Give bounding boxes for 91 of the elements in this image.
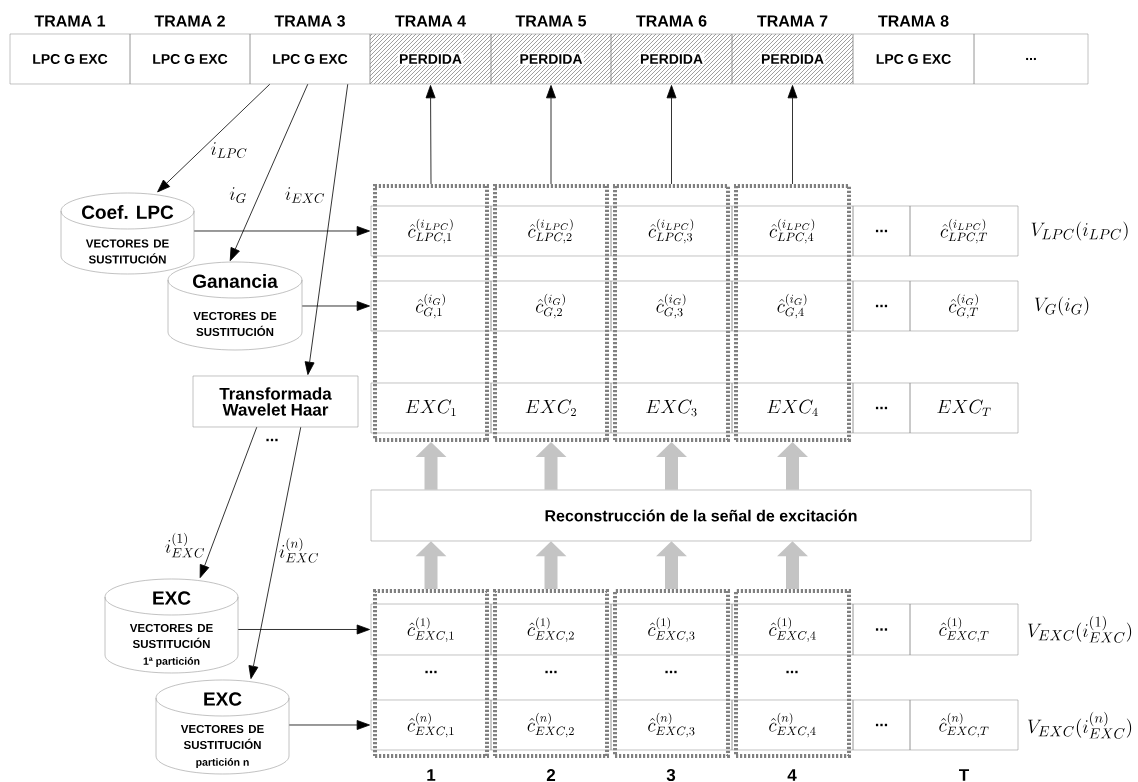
frame-cell: TRAMA 6 PERDIDA bbox=[610, 15, 733, 85]
vector-cell: ... bbox=[852, 280, 911, 332]
dotted-frame bbox=[373, 589, 489, 758]
dotted-frame bbox=[613, 589, 730, 758]
vector-cell: $\hat{c}_{EXC,T}^{(n)}$ bbox=[909, 699, 1019, 751]
vector-cell: ... bbox=[852, 699, 911, 751]
frame-cell: TRAMA 2 LPC G EXC bbox=[129, 15, 251, 85]
vector-cell: $\hat{c}_{EXC,1}^{(n)}$ bbox=[370, 699, 492, 751]
vector-cell: $EXC_{4}$ bbox=[731, 382, 854, 434]
vector-cell: ... bbox=[852, 205, 911, 257]
process-box: Transformada Wavelet Haar bbox=[192, 375, 359, 428]
dotted-frame bbox=[373, 184, 489, 442]
vector-cell: $EXC_{2}$ bbox=[490, 382, 612, 434]
arrow bbox=[425, 85, 436, 185]
frame-cell: ... bbox=[973, 33, 1089, 85]
arrow bbox=[157, 83, 271, 193]
frame-cell: TRAMA 3 LPC G EXC bbox=[249, 15, 371, 85]
node-label: TRAMA 7 bbox=[757, 15, 828, 27]
ellipsis: ... bbox=[786, 670, 798, 674]
dotted-frame bbox=[734, 589, 851, 758]
column-number: 3 bbox=[666, 768, 676, 782]
frame-cell: TRAMA 5 PERDIDA bbox=[490, 15, 612, 85]
vector-cell: $\hat{c}_{LPC,T}^{(i_{LPC})}$ bbox=[909, 205, 1019, 257]
frame-cell: TRAMA 4 PERDIDA bbox=[369, 15, 492, 85]
database-cylinder: Coef. LPC VECTORES DE SUSTITUCIÓN bbox=[60, 192, 195, 275]
vector-cell: $\hat{c}_{LPC,2}^{(i_{LPC})}$ bbox=[490, 205, 612, 257]
node-label: TRAMA 4 bbox=[395, 15, 466, 27]
process-box: Reconstrucción de la señal de excitación bbox=[370, 489, 1032, 542]
vector-cell: $\hat{c}_{EXC,3}^{(n)}$ bbox=[610, 699, 733, 751]
frame-cell: TRAMA 1 LPC G EXC bbox=[9, 15, 131, 85]
vector-cell: $\hat{c}_{EXC,2}^{(1)}$ bbox=[490, 603, 612, 656]
vector-label: $V_{G}(i_{G})$ bbox=[1034, 296, 1089, 316]
dotted-frame bbox=[613, 184, 730, 442]
vector-cell: $\hat{c}_{G,4}^{(i_{G})}$ bbox=[731, 280, 854, 332]
dotted-frame bbox=[734, 184, 851, 442]
arrow bbox=[787, 85, 798, 185]
vector-cell: ... bbox=[852, 382, 911, 434]
dotted-frame bbox=[493, 589, 609, 758]
ellipsis: ... bbox=[545, 670, 557, 674]
arrow bbox=[288, 720, 370, 730]
arrow bbox=[248, 426, 302, 679]
arrow bbox=[546, 85, 556, 185]
column-number: 1 bbox=[427, 769, 436, 781]
database-cylinder: Ganancia VECTORES DE SUSTITUCIÓN bbox=[167, 261, 303, 351]
ellipsis: ... bbox=[665, 670, 677, 674]
vector-cell: $\hat{c}_{G,3}^{(i_{G})}$ bbox=[610, 280, 733, 332]
arrow bbox=[193, 226, 370, 236]
frame-cell: TRAMA 7 PERDIDA bbox=[731, 15, 854, 85]
edge-label: $i_{EXC}^{(n)}$ bbox=[279, 537, 319, 563]
ellipsis: ... bbox=[425, 670, 437, 674]
edge-label: $i_{LPC}$ bbox=[211, 142, 247, 158]
vector-cell: $\hat{c}_{G,T}^{(i_{G})}$ bbox=[909, 280, 1019, 332]
node-label: TRAMA 3 bbox=[274, 15, 345, 27]
frame-cell: TRAMA 8 LPC G EXC bbox=[852, 15, 975, 85]
edge-label: $i_{EXC}$ bbox=[285, 187, 325, 203]
arrow bbox=[301, 301, 370, 311]
arrow bbox=[199, 426, 258, 578]
arrow bbox=[229, 83, 309, 262]
vector-cell: $EXC_{1}$ bbox=[370, 382, 492, 434]
vector-cell: $\hat{c}_{LPC,4}^{(i_{LPC})}$ bbox=[731, 205, 854, 257]
dotted-frame bbox=[493, 184, 609, 442]
column-number: T bbox=[959, 769, 970, 781]
vector-cell: $EXC_{T}$ bbox=[909, 382, 1019, 434]
ellipsis: ... bbox=[266, 438, 278, 442]
vector-cell: $\hat{c}_{EXC,T}^{(1)}$ bbox=[909, 603, 1019, 656]
column-number: 2 bbox=[546, 769, 556, 781]
column-number: 4 bbox=[787, 769, 797, 781]
vector-cell: $\hat{c}_{LPC,1}^{(i_{LPC})}$ bbox=[370, 205, 492, 257]
vector-cell: $\hat{c}_{EXC,1}^{(1)}$ bbox=[370, 603, 492, 656]
arrow bbox=[304, 83, 349, 375]
vector-cell: $\hat{c}_{G,2}^{(i_{G})}$ bbox=[490, 280, 612, 332]
node-label: TRAMA 2 bbox=[154, 15, 225, 27]
edge-label: $i_{G}$ bbox=[229, 187, 246, 203]
vector-cell: $\hat{c}_{LPC,3}^{(i_{LPC})}$ bbox=[610, 205, 733, 257]
arrow bbox=[666, 85, 677, 185]
vector-cell: $\hat{c}_{G,1}^{(i_{G})}$ bbox=[370, 280, 492, 332]
database-cylinder: EXC VECTORES DE SUSTITUCIÓN partición n bbox=[155, 679, 290, 775]
node-label: TRAMA 5 bbox=[515, 15, 587, 27]
node-label: TRAMA 1 bbox=[34, 15, 106, 27]
vector-cell: $EXC_{3}$ bbox=[610, 382, 733, 434]
vector-cell: $\hat{c}_{EXC,4}^{(n)}$ bbox=[731, 699, 854, 751]
vector-cell: ... bbox=[852, 603, 911, 656]
vector-cell: $\hat{c}_{EXC,3}^{(1)}$ bbox=[610, 603, 733, 656]
vector-cell: $\hat{c}_{EXC,4}^{(1)}$ bbox=[731, 603, 854, 656]
vector-cell: $\hat{c}_{EXC,2}^{(n)}$ bbox=[490, 699, 612, 751]
edge-label: $i_{EXC}^{(1)}$ bbox=[165, 532, 205, 558]
database-cylinder: EXC VECTORES DE SUSTITUCIÓN 1ª partición bbox=[104, 578, 239, 674]
node-label: TRAMA 6 bbox=[636, 15, 707, 27]
arrow bbox=[237, 624, 370, 635]
node-label: TRAMA 8 bbox=[878, 15, 949, 27]
vector-label: $V_{LPC}(i_{LPC})$ bbox=[1031, 221, 1128, 241]
